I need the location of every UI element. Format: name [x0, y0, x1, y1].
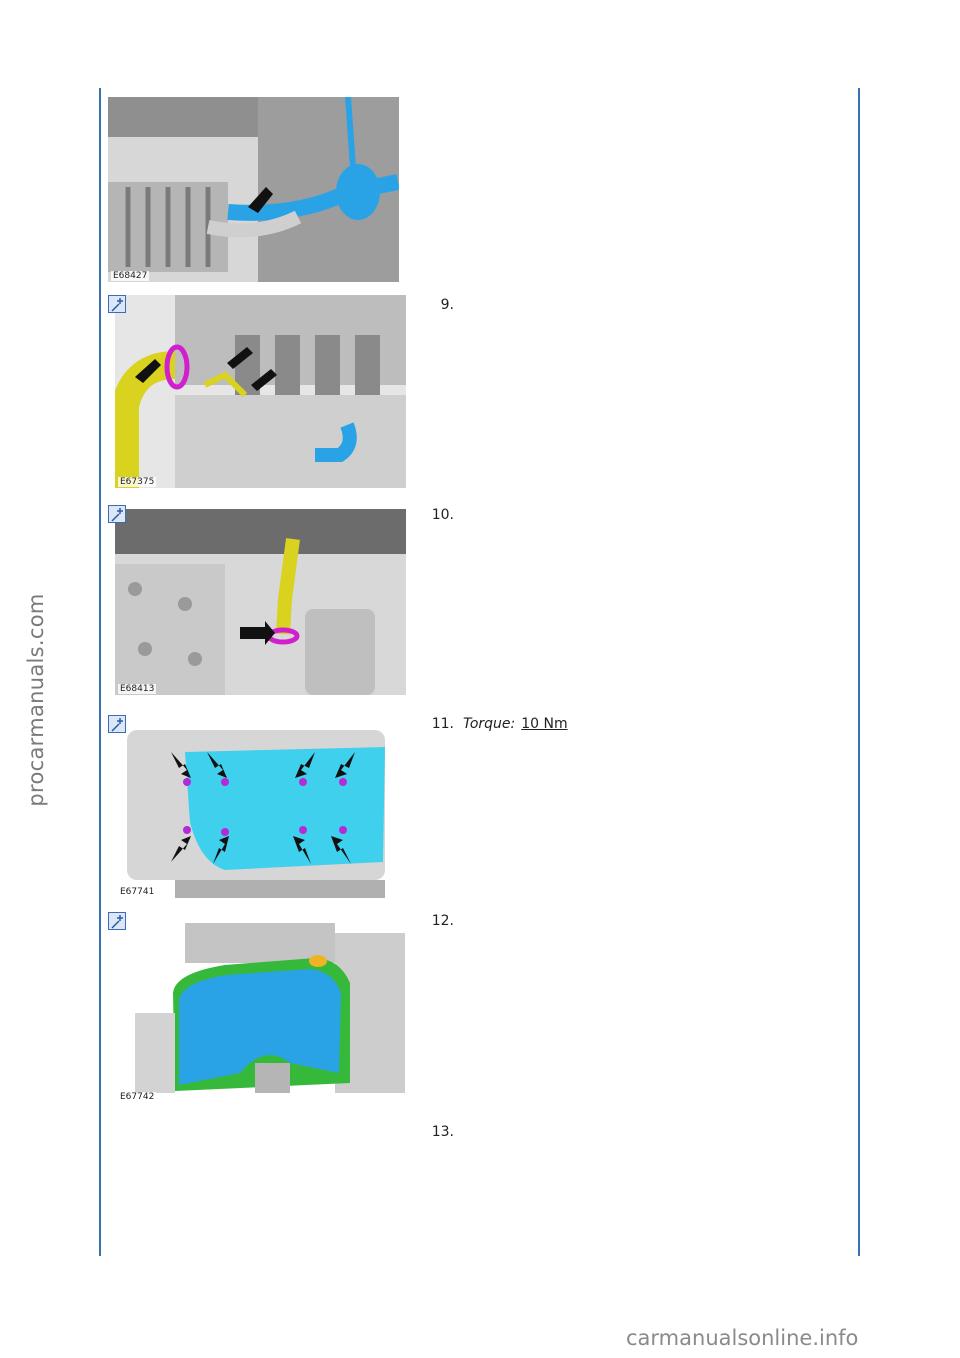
figure-4-image: E67741	[115, 712, 406, 898]
step-number: 11.	[431, 716, 454, 732]
footer-watermark: carmanualsonline.info	[626, 1326, 859, 1350]
figure-2-image: E67375	[115, 295, 406, 488]
figure-3-image: E68413	[115, 509, 406, 695]
step-number: 13.	[431, 1124, 454, 1140]
torque-value: 10 Nm	[521, 716, 568, 732]
zoom-icon[interactable]	[108, 912, 126, 930]
figure-code: E67741	[118, 887, 157, 897]
side-watermark: procarmanuals.com	[24, 593, 48, 807]
figure-code: E67375	[118, 477, 157, 487]
zoom-icon[interactable]	[108, 715, 126, 733]
left-rule	[99, 88, 101, 1256]
step-number: 12.	[431, 913, 454, 929]
step-number: 10.	[431, 507, 454, 523]
torque-label: Torque:	[463, 716, 516, 732]
zoom-icon[interactable]	[108, 295, 126, 313]
figure-5-image: E67742	[115, 913, 406, 1103]
figure-code: E67742	[118, 1092, 157, 1102]
zoom-icon[interactable]	[108, 505, 126, 523]
right-rule	[858, 88, 860, 1256]
step-number: 9.	[440, 297, 454, 313]
figure-code: E68413	[118, 684, 157, 694]
figure-1-image: E68427	[108, 97, 399, 282]
torque-spec: Torque: 10 Nm	[463, 716, 568, 732]
figure-code: E68427	[111, 271, 150, 281]
